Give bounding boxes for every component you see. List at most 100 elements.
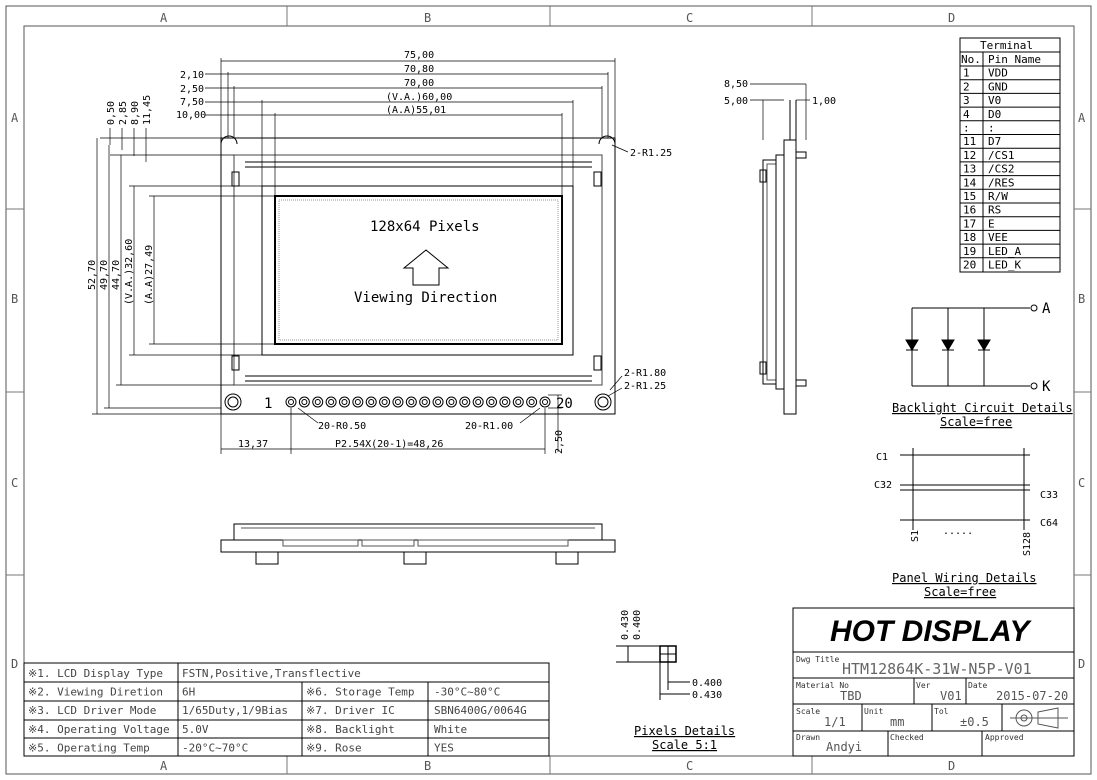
date-value: 2015-07-20 [996,689,1068,703]
callout-texts: 2-R1.25 2-R1.80 2-R1.25 20-R0.50 20-R1.0… [318,148,672,432]
label-c33: C33 [1040,490,1058,501]
bottom-view [220,523,616,565]
zone-ticks [6,6,1091,774]
spec-label: ※3. LCD Driver Mode [28,704,156,717]
terminal-pin-name: /CS1 [988,149,1015,162]
pin-first-label: 1 [264,396,272,412]
spec-label-2: ※8. Backlight [306,723,395,736]
terminal-col-no: No. [961,53,981,66]
zone-bottom-d: D [948,759,955,773]
spec-label-2: ※7. Driver IC [306,704,395,717]
spec-label: ※5. Operating Temp [28,741,150,754]
zone-left-c: C [11,476,18,490]
dims-bottom-lines [220,394,562,454]
module-outline [220,137,616,415]
zone-right-c: C [1078,476,1085,490]
backlight-circuit [905,304,1038,390]
terminal-pin-name: D7 [988,135,1001,148]
viewing-area [261,185,574,356]
front-texts: 128x64 Pixels Viewing Direction 1 20 [264,219,573,412]
frame-inner [233,154,603,386]
pixels-detail [616,645,690,700]
terminal-pin-name: /CS2 [988,163,1015,176]
dim-2-10: 2,10 [180,70,204,81]
spec-value: 5.0V [182,723,209,736]
dim-aa-55: (A.A)55,01 [386,105,446,116]
dims-bottom-texts: 13,37 P2.54X(20-1)=48,26 2,50 [238,430,565,454]
pin-pad [298,396,310,408]
spec-label: ※4. Operating Voltage [28,723,170,736]
callout-r1-25-bottom: 2-R1.25 [624,381,666,392]
drawn-value: Andyi [826,740,862,754]
outer-border [5,5,1092,775]
terminal-pin-name: RS [988,204,1001,217]
drawn-label: Drawn [796,733,820,742]
terminal-pin-name: LED_K [988,259,1021,272]
label-cathode: K [1042,379,1051,395]
projection-symbol-icon [1010,707,1068,729]
terminal-pin-no: 15 [963,190,976,203]
pin-pad [379,396,391,408]
terminal-pin-name: /RES [988,176,1015,189]
terminal-pin-no: : [963,122,970,135]
company-name: HOT DISPLAY [830,615,1032,648]
zone-right-b: B [1078,292,1085,306]
terminal-col-name: Pin Name [988,53,1041,66]
scale-label: Scale [796,707,820,716]
dim-2-50-bottom: 2,50 [554,430,565,454]
pixels-caption: Pixels Details [634,724,735,738]
pin-pad [432,396,444,408]
pin-pad [392,396,404,408]
spec-label-2: ※9. Rose [306,741,362,754]
dim-0-400-a: 0.400 [632,610,643,640]
wiring-caption: Panel Wiring Details [892,571,1037,585]
zone-left-b: B [11,292,18,306]
spec-value: 1/65Duty,1/9Bias [182,704,288,717]
title-block: HOT DISPLAY Dwg Title HTM12864K-31W-N5P-… [792,607,1075,757]
terminal-pin-name: R/W [988,190,1008,203]
side-view [759,100,807,415]
dim-70-80: 70,80 [404,64,434,75]
terminal-pin-no: 18 [963,231,976,244]
terminal-pin-name: VEE [988,231,1008,244]
terminal-pin-name: E [988,217,995,230]
spec-label: ※2. Viewing Diretion [28,686,163,699]
arrow-up-icon [402,249,450,286]
led-diode-icon [941,339,955,351]
material-value: TBD [840,689,862,703]
led-diode-icon [905,339,919,351]
zone-bottom-a: A [160,759,168,773]
wiring-scale: Scale=free [924,585,996,599]
terminal-pin-no: 11 [963,135,976,148]
terminal-title: Terminal [980,39,1033,52]
pin-pad [338,396,350,408]
callout-r1-80: 2-R1.80 [624,368,666,379]
zone-left-d: D [11,657,18,671]
tol-value: ±0.5 [960,715,989,729]
dims-left-lines [92,138,275,415]
zone-labels: A B C D A B C D A B C D A B C D [11,11,1086,773]
dim-8-90: 8,90 [130,101,141,125]
panel-wiring-texts: C1 C32 C33 C64 S1 S128 ..... Panel Wirin… [874,452,1058,599]
front-view [220,135,616,415]
zone-top-b: B [424,11,431,25]
dim-0-400-b: 0.400 [692,678,722,689]
dims-top-texts: 75,00 70,80 70,00 (V.A.)60,00 (A.A)55,01… [176,50,452,121]
dim-0-430-a: 0.430 [620,610,631,640]
scale-value: 1/1 [824,715,846,729]
side-dims-lines [750,83,810,140]
terminal-pin-name: GND [988,80,1008,93]
spec-label-2: ※6. Storage Temp [306,686,415,699]
active-area [274,195,563,345]
side-dims-texts: 8,50 5,00 1,00 [724,79,836,107]
backlight-scale: Scale=free [940,415,1012,429]
dim-11-45: 11,45 [142,95,153,125]
zone-left-a: A [11,111,19,125]
dwg-title: HTM12864K-31W-N5P-V01 [842,660,1032,678]
dims-vert-small-texts: 0,50 2,85 8,90 11,45 [106,95,153,125]
terminal-pin-no: 4 [963,108,970,121]
dim-10-00: 10,00 [176,110,206,121]
